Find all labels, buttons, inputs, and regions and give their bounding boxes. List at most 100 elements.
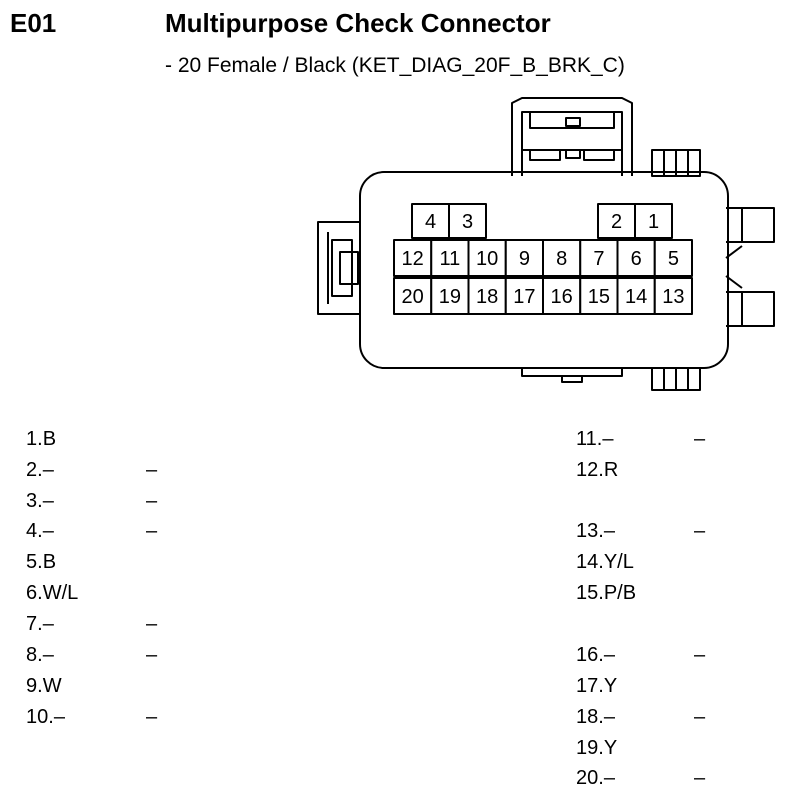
pin-row: 10. –– xyxy=(26,702,157,732)
pin-wire-color: B xyxy=(42,428,57,450)
terminal-label: 13 xyxy=(662,286,684,308)
pin-row: 19. Y xyxy=(576,733,617,763)
terminal-cell-17: 17 xyxy=(504,277,544,315)
terminal-label: 16 xyxy=(551,286,573,308)
pin-number: 14. xyxy=(576,551,604,573)
bottom-tabs xyxy=(521,367,701,391)
terminal-cell-4: 4 xyxy=(411,203,450,239)
pin-wire-color: – xyxy=(602,428,614,450)
pin-number: 1. xyxy=(26,428,43,450)
terminal-label: 4 xyxy=(425,211,436,233)
terminal-label: 18 xyxy=(476,286,498,308)
terminal-cell-3: 3 xyxy=(448,203,487,239)
pin-number: 11. xyxy=(576,428,603,450)
pin-wire-color: – xyxy=(603,644,615,666)
terminal-label: 8 xyxy=(556,248,567,270)
pin-wire-color: – xyxy=(603,706,615,728)
terminal-label: 12 xyxy=(402,248,424,270)
pin-row: 13. – – xyxy=(576,516,705,546)
pin-wire-color: – xyxy=(42,613,54,635)
terminal-cell-10: 10 xyxy=(467,239,507,277)
pin-circuit: – xyxy=(146,613,158,635)
connector-body xyxy=(359,171,729,369)
pin-row: 2. –– xyxy=(26,455,157,485)
pin-wire-color: W xyxy=(42,675,62,697)
terminal-label: 5 xyxy=(668,248,679,270)
page-title: Multipurpose Check Connector xyxy=(165,8,551,38)
terminal-label: 15 xyxy=(588,286,610,308)
pin-wire-color: B xyxy=(42,551,57,573)
pin-number: 13. xyxy=(576,520,604,542)
pin-number: 9. xyxy=(26,675,43,697)
terminal-cell-16: 16 xyxy=(542,277,582,315)
terminal-label: 17 xyxy=(513,286,535,308)
pin-number: 7. xyxy=(26,613,43,635)
pin-circuit: – xyxy=(694,767,706,789)
pin-row: 15. P/B xyxy=(576,578,636,608)
pin-wire-color: Y xyxy=(603,737,618,759)
pin-wire-color: P/B xyxy=(603,582,637,604)
pin-number: 5. xyxy=(26,551,43,573)
pin-circuit: – xyxy=(694,644,706,666)
right-lugs xyxy=(725,207,775,327)
pin-row: 1. B xyxy=(26,424,56,454)
terminal-cell-6: 6 xyxy=(616,239,656,277)
pin-circuit: – xyxy=(694,706,706,728)
terminal-label: 1 xyxy=(648,211,659,233)
pin-row: 17. Y xyxy=(576,671,617,701)
pin-row: 8. –– xyxy=(26,640,157,670)
pin-row: 16. –– xyxy=(576,640,705,670)
pin-wire-color: – xyxy=(42,459,54,481)
pin-row: 11. – – xyxy=(576,424,705,454)
terminal-cell-9: 9 xyxy=(504,239,544,277)
page-subtitle: - 20 Female / Black (KET_DIAG_20F_B_BRK_… xyxy=(165,54,625,77)
terminal-label: 6 xyxy=(631,248,642,270)
terminal-cell-20: 20 xyxy=(393,277,433,315)
pin-wire-color: – xyxy=(42,490,54,512)
terminal-cell-13: 13 xyxy=(653,277,693,315)
terminal-cell-15: 15 xyxy=(579,277,619,315)
pin-row: 9. W xyxy=(26,671,62,701)
pin-row: 3. –– xyxy=(26,486,157,516)
pin-circuit: – xyxy=(694,520,706,542)
pin-number: 12. xyxy=(576,459,604,481)
pin-number: 20. xyxy=(576,767,604,789)
pin-wire-color: – xyxy=(42,520,54,542)
pin-number: 15. xyxy=(576,582,604,604)
pin-number: 6. xyxy=(26,582,43,604)
terminal-cell-1: 1 xyxy=(634,203,673,239)
pin-circuit: – xyxy=(146,644,158,666)
terminal-cell-14: 14 xyxy=(616,277,656,315)
terminal-cell-2: 2 xyxy=(597,203,636,239)
terminal-cell-11: 11 xyxy=(430,239,470,277)
pin-wire-color: – xyxy=(603,520,615,542)
pin-wire-color: Y xyxy=(603,675,618,697)
terminal-label: 14 xyxy=(625,286,647,308)
pin-circuit: – xyxy=(694,428,706,450)
top-latch xyxy=(511,97,633,176)
pin-number: 18. xyxy=(576,706,604,728)
terminal-label: 11 xyxy=(439,248,460,270)
pin-row: 5. B xyxy=(26,547,56,577)
pin-wire-color: – xyxy=(42,644,54,666)
terminal-cell-7: 7 xyxy=(579,239,619,277)
pin-number: 17. xyxy=(576,675,604,697)
pin-row: 6. W/L xyxy=(26,578,78,608)
pin-number: 4. xyxy=(26,520,43,542)
pin-row: 4. –– xyxy=(26,516,157,546)
pin-wire-color: – xyxy=(603,767,615,789)
pin-row: 14. Y/L xyxy=(576,547,634,577)
terminal-label: 9 xyxy=(519,248,530,270)
terminal-label: 3 xyxy=(462,211,473,233)
terminal-cell-5: 5 xyxy=(653,239,693,277)
terminal-label: 2 xyxy=(611,211,622,233)
pin-circuit: – xyxy=(146,459,158,481)
pin-wire-color: W/L xyxy=(42,582,79,604)
pin-number: 19. xyxy=(576,737,604,759)
connector-code: E01 xyxy=(10,8,57,38)
pin-row: 18. – – xyxy=(576,702,705,732)
left-lock xyxy=(317,221,360,315)
terminal-cell-19: 19 xyxy=(430,277,470,315)
pin-row: 20. – – xyxy=(576,763,705,793)
